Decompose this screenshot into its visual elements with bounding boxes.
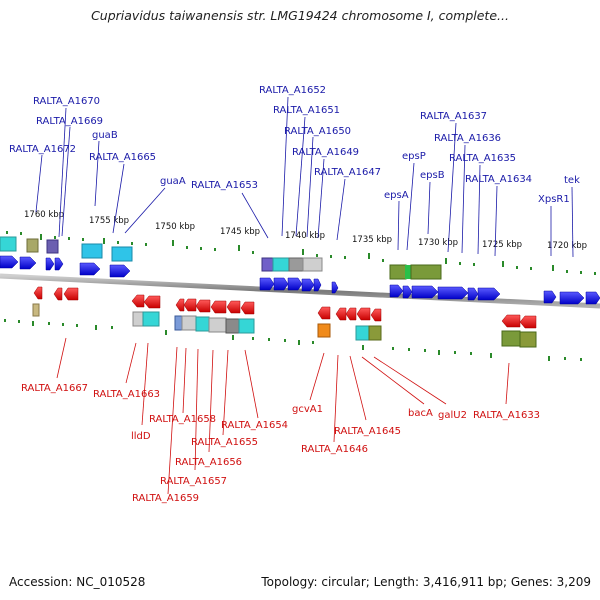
gene-label-RALTA_A1652: RALTA_A1652 [259,85,326,96]
upper-gene-labels: RALTA_A1670 RALTA_A1669 RALTA_A1672 guaB… [9,85,580,205]
scale-label-1750: 1750 kbp [155,222,195,232]
gene-label-RALTA_A1647: RALTA_A1647 [314,167,381,178]
gene-label-galU2: galU2 [438,410,467,421]
reverse-genes [33,286,537,329]
gene-label-RALTA_A1635: RALTA_A1635 [449,153,516,164]
gene-label-RALTA_A1646: RALTA_A1646 [301,444,368,455]
gene-label-guaA: guaA [160,176,186,187]
gene-label-tek: tek [564,175,580,186]
lower-scale-ticks [4,319,582,361]
gene-label-RALTA_A1672: RALTA_A1672 [9,144,76,155]
gene-label-RALTA_A1645: RALTA_A1645 [334,426,401,437]
gene-label-RALTA_A1637: RALTA_A1637 [420,111,487,122]
gene-label-RALTA_A1667: RALTA_A1667 [21,383,88,394]
gene-label-bacA: bacA [408,408,433,419]
gene-label-RALTA_A1657: RALTA_A1657 [160,476,227,487]
gene-label-RALTA_A1651: RALTA_A1651 [273,105,340,116]
scale-labels: 1760 kbp 1755 kbp 1750 kbp 1745 kbp 1740… [24,210,587,251]
chromosome-backbone [0,273,600,309]
map-title: Cupriavidus taiwanensis str. LMG19424 ch… [91,8,509,23]
lower-leader-lines [56,337,510,495]
gene-label-RALTA_A1653: RALTA_A1653 [191,180,258,191]
gene-label-RALTA_A1633: RALTA_A1633 [473,410,540,421]
scale-label-1755: 1755 kbp [89,216,129,226]
upper-scale-ticks [6,231,596,275]
upper-leader-lines [35,96,574,258]
gene-label-RALTA_A1650: RALTA_A1650 [284,126,351,137]
scale-label-1720: 1720 kbp [547,241,587,251]
scale-label-1760: 1760 kbp [24,210,64,220]
gene-label-RALTA_A1654: RALTA_A1654 [221,420,288,431]
gene-label-RALTA_A1665: RALTA_A1665 [89,152,156,163]
lower-feature-blocks [32,303,537,348]
gene-label-epsP: epsP [402,151,426,162]
lower-gene-labels: RALTA_A1667 RALTA_A1663 lldD RALTA_A1658… [21,383,540,504]
gene-label-RALTA_A1655: RALTA_A1655 [191,437,258,448]
gene-label-RALTA_A1658: RALTA_A1658 [149,414,216,425]
gene-label-RALTA_A1669: RALTA_A1669 [36,116,103,127]
scale-label-1740: 1740 kbp [285,231,325,241]
forward-genes [0,255,600,305]
gene-label-epsA: epsA [384,190,409,201]
upper-feature-blocks [0,236,442,280]
scale-label-1730: 1730 kbp [418,238,458,248]
gene-label-RALTA_A1663: RALTA_A1663 [93,389,160,400]
gene-label-XpsR1: XpsR1 [538,194,570,205]
scale-label-1725: 1725 kbp [482,240,522,250]
gene-label-RALTA_A1659: RALTA_A1659 [132,493,199,504]
gene-label-guaB: guaB [92,130,118,141]
gene-label-RALTA_A1636: RALTA_A1636 [434,133,501,144]
gene-label-lldD: lldD [131,431,151,442]
gene-label-gcvA1: gcvA1 [292,404,323,415]
gene-label-RALTA_A1656: RALTA_A1656 [175,457,242,468]
gene-label-RALTA_A1670: RALTA_A1670 [33,96,100,107]
gene-label-RALTA_A1634: RALTA_A1634 [465,174,532,185]
scale-label-1745: 1745 kbp [220,227,260,237]
gene-label-RALTA_A1649: RALTA_A1649 [292,147,359,158]
scale-label-1735: 1735 kbp [352,235,392,245]
gene-label-epsB: epsB [420,170,445,181]
accession-text: Accession: NC_010528 [9,575,146,589]
genome-stats-text: Topology: circular; Length: 3,416,911 bp… [261,575,591,589]
